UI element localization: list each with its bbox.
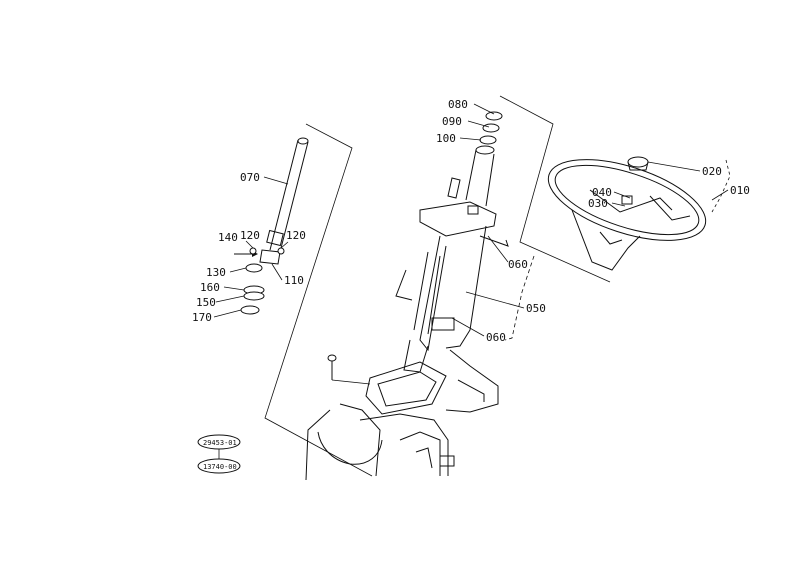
part-label-160: 160 [200, 281, 220, 294]
steering-wheel [547, 159, 707, 271]
part-label-170: 170 [192, 311, 212, 324]
reference-oval-2: 13740-00 [197, 458, 241, 474]
part-label-140: 140 [218, 231, 238, 244]
horn-cap [627, 156, 649, 171]
part-label-120-left: 120 [240, 229, 260, 242]
part-label-120-right: 120 [286, 229, 306, 242]
part-label-030: 030 [588, 197, 608, 210]
part-label-070: 070 [240, 171, 260, 184]
part-label-060-upper: 060 [508, 258, 528, 271]
part-label-080: 080 [448, 98, 468, 111]
bolt-leader [331, 379, 371, 385]
reference-oval-1: 29453-01 [197, 434, 241, 450]
part-label-050: 050 [526, 302, 546, 315]
part-label-100: 100 [436, 132, 456, 145]
leader-lines [213, 103, 729, 337]
part-label-130-main: 130 [206, 266, 226, 279]
upper-column [395, 111, 509, 373]
reference-label-1: 29453-01 [203, 439, 237, 447]
small-parts [234, 247, 285, 315]
lower-housing [305, 349, 499, 481]
part-label-090: 090 [442, 115, 462, 128]
part-label-110: 110 [284, 274, 304, 287]
part-label-010: 010 [730, 184, 750, 197]
part-label-020: 020 [702, 165, 722, 178]
bolt [327, 354, 337, 380]
part-label-040: 040 [592, 186, 612, 199]
right-group-boundary [499, 95, 611, 283]
reference-label-2: 13740-00 [203, 463, 237, 471]
part-label-150: 150 [196, 296, 216, 309]
group-010-bracket [711, 159, 731, 213]
part-label-060-lower: 060 [486, 331, 506, 344]
left-group-boundary [264, 123, 373, 477]
lower-shaft [259, 137, 309, 265]
